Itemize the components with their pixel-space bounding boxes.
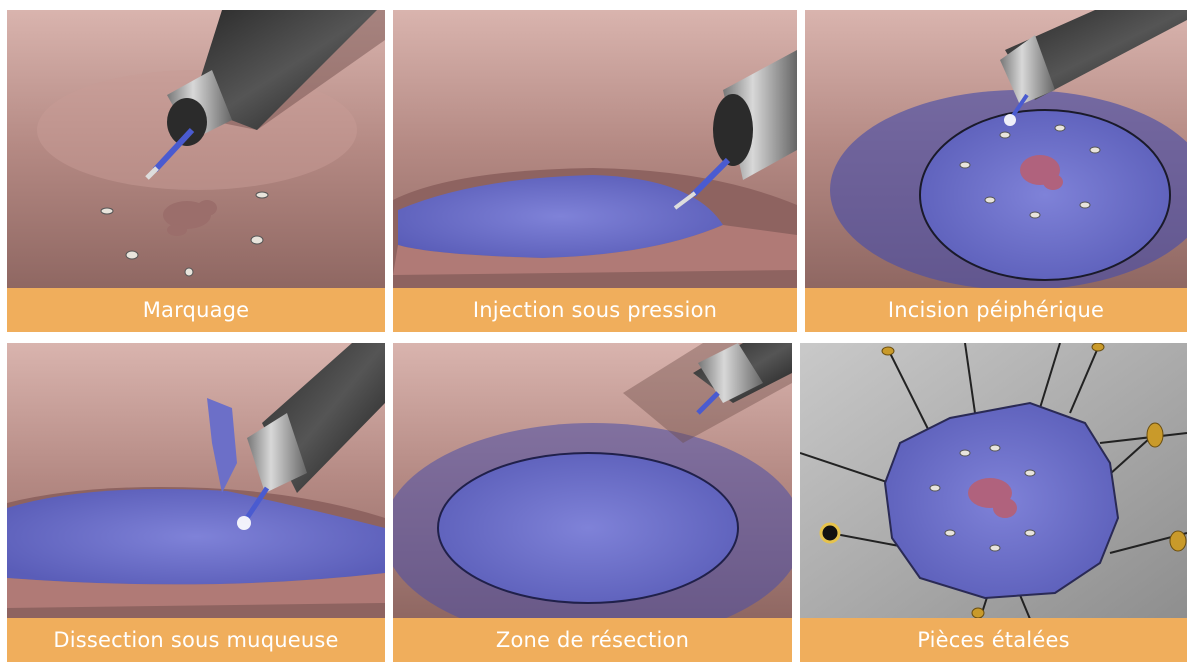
panel-incision: Incision péiphérique [805, 10, 1187, 332]
marking-illustration [7, 10, 385, 288]
injection-illustration [393, 10, 797, 288]
specimen-illustration [800, 343, 1187, 619]
panel-injection: Injection sous pression [393, 10, 797, 332]
caption-resection: Zone de résection [393, 618, 792, 662]
panel-pieces: Pièces étalées [800, 343, 1187, 662]
panel-marquage: Marquage [7, 10, 385, 332]
incision-illustration [805, 10, 1187, 288]
panel-dissection: Dissection sous muqueuse [7, 343, 385, 662]
dissection-illustration [7, 343, 385, 619]
caption-marquage: Marquage [7, 288, 385, 332]
caption-injection: Injection sous pression [393, 288, 797, 332]
panel-resection: Zone de résection [393, 343, 792, 662]
caption-dissection: Dissection sous muqueuse [7, 618, 385, 662]
resection-illustration [393, 343, 792, 619]
caption-incision: Incision péiphérique [805, 288, 1187, 332]
caption-pieces: Pièces étalées [800, 618, 1187, 662]
